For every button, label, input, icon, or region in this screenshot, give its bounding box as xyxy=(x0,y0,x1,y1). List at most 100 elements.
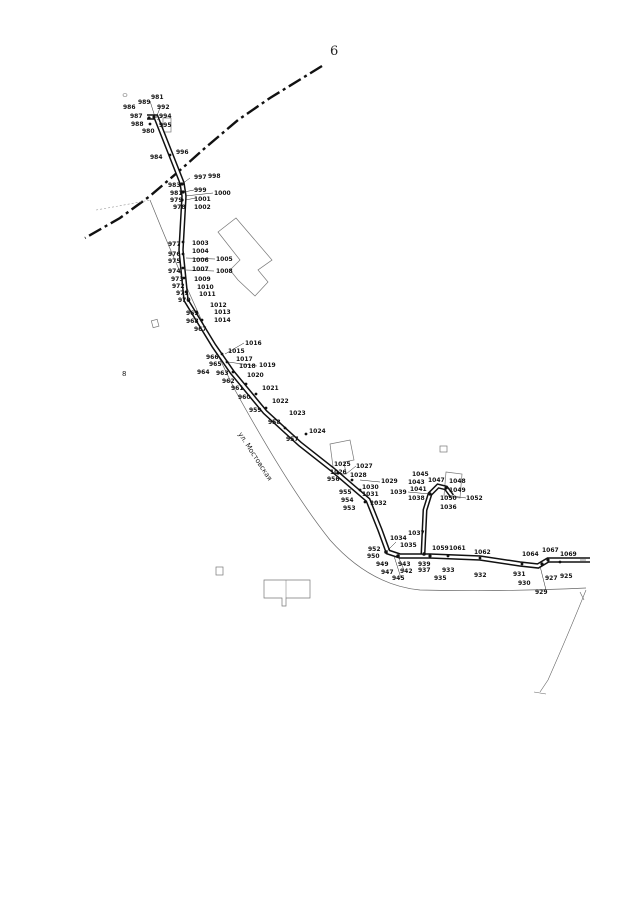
point-label: 1014 xyxy=(214,317,231,324)
point-label: 1037 xyxy=(408,530,425,537)
point-label: 994 xyxy=(159,113,172,120)
point-label: 1010 xyxy=(197,284,214,291)
side-mark: 8 xyxy=(122,370,126,378)
point-label: 1004 xyxy=(192,248,209,255)
point-label: 1008 xyxy=(216,268,233,275)
point-label: 1067 xyxy=(542,547,559,554)
point-label: 1036 xyxy=(440,504,457,511)
point-label: 933 xyxy=(442,567,455,574)
point-label: 964 xyxy=(197,369,210,376)
road-edge-line xyxy=(533,691,547,695)
point-label: 1059 xyxy=(432,545,449,552)
point-label: 954 xyxy=(341,497,354,504)
point-label: 1031 xyxy=(362,491,379,498)
point-label: 931 xyxy=(513,571,526,578)
point-label: 983 xyxy=(168,182,181,189)
point-label: 1009 xyxy=(194,276,211,283)
point-label: 974 xyxy=(168,268,181,275)
point-label: 1061 xyxy=(449,545,466,552)
point-label: 1011 xyxy=(199,291,216,298)
point-label: 957 xyxy=(286,436,299,443)
point-label: 1047 xyxy=(428,477,445,484)
point-label: 959 xyxy=(249,407,262,414)
point-label: 1034 xyxy=(390,535,407,542)
point-label: 1029 xyxy=(381,478,398,485)
point-label: 967 xyxy=(194,326,207,333)
point-label: 965 xyxy=(209,361,222,368)
point-label: 1064 xyxy=(522,551,539,558)
page-number: 6 xyxy=(330,44,339,59)
point-label: 1069 xyxy=(560,551,577,558)
building-outline xyxy=(150,318,160,329)
point-label: 1023 xyxy=(289,410,306,417)
building-outline xyxy=(217,217,273,297)
point-label: 1032 xyxy=(370,500,387,507)
point-label: 995 xyxy=(159,122,172,129)
point-label: 949 xyxy=(376,561,389,568)
point-label: 996 xyxy=(176,149,189,156)
road-edge-line xyxy=(95,199,151,211)
survey-points xyxy=(147,115,562,566)
point-label: 978 xyxy=(173,204,186,211)
pipeline-route xyxy=(147,114,590,569)
road-edge-line xyxy=(539,589,587,693)
point-label: 1015 xyxy=(228,348,245,355)
point-labels: 981 989 992 986 987 994 988 995 980 984 … xyxy=(123,94,577,596)
point-label: 987 xyxy=(130,113,143,120)
point-label: 947 xyxy=(381,569,394,576)
point-label: 1006 xyxy=(192,257,209,264)
tree-mark xyxy=(122,93,128,97)
point-label: 979 xyxy=(170,197,183,204)
point-label: 958 xyxy=(268,419,281,426)
building-outline xyxy=(162,117,172,133)
point-label: 1013 xyxy=(214,309,231,316)
point-label: 930 xyxy=(518,580,531,587)
point-label: 1026 xyxy=(330,469,347,476)
point-label: 1020 xyxy=(247,372,264,379)
point-label: 1000 xyxy=(214,190,231,197)
point-label: 1022 xyxy=(272,398,289,405)
point-label: 1005 xyxy=(216,256,233,263)
point-label: 973 xyxy=(171,276,184,283)
point-label: 953 xyxy=(343,505,356,512)
point-label: 935 xyxy=(434,575,447,582)
road-edge-line xyxy=(149,199,587,592)
point-label: 1007 xyxy=(192,266,209,273)
point-label: 998 xyxy=(208,173,221,180)
point-label: 1001 xyxy=(194,196,211,203)
street-name-label: ул. Мостовская xyxy=(236,431,273,483)
point-label: 966 xyxy=(206,354,219,361)
point-label: 1062 xyxy=(474,549,491,556)
point-label: 1027 xyxy=(356,463,373,470)
point-label: 984 xyxy=(150,154,163,161)
point-label: 963 xyxy=(216,370,229,377)
building-outline xyxy=(439,445,448,453)
point-label: 942 xyxy=(400,568,413,575)
boundary-line xyxy=(84,64,323,240)
point-label: 1043 xyxy=(408,479,425,486)
point-label: 976 xyxy=(168,251,181,258)
point-label: 1025 xyxy=(334,461,351,468)
point-label: 929 xyxy=(535,589,548,596)
road-edge-line xyxy=(579,591,585,601)
point-label: 937 xyxy=(418,567,431,574)
point-label: 1050 xyxy=(440,495,457,502)
point-label: 932 xyxy=(474,572,487,579)
point-label: 986 xyxy=(123,104,136,111)
point-label: 981 xyxy=(170,190,183,197)
point-label: 962 xyxy=(222,378,235,385)
point-label: 956 xyxy=(327,476,340,483)
building-outline xyxy=(263,579,311,607)
point-label: 1038 xyxy=(408,495,425,502)
building-outline xyxy=(215,566,224,576)
point-label: 971 xyxy=(176,290,189,297)
leader-lines xyxy=(149,100,586,591)
point-label: 952 xyxy=(368,546,381,553)
point-label: 1012 xyxy=(210,302,227,309)
point-label: 961 xyxy=(231,385,244,392)
point-label: 1021 xyxy=(262,385,279,392)
point-label: 1018 xyxy=(239,363,256,370)
point-label: 955 xyxy=(339,489,352,496)
point-label: 989 xyxy=(138,99,151,106)
